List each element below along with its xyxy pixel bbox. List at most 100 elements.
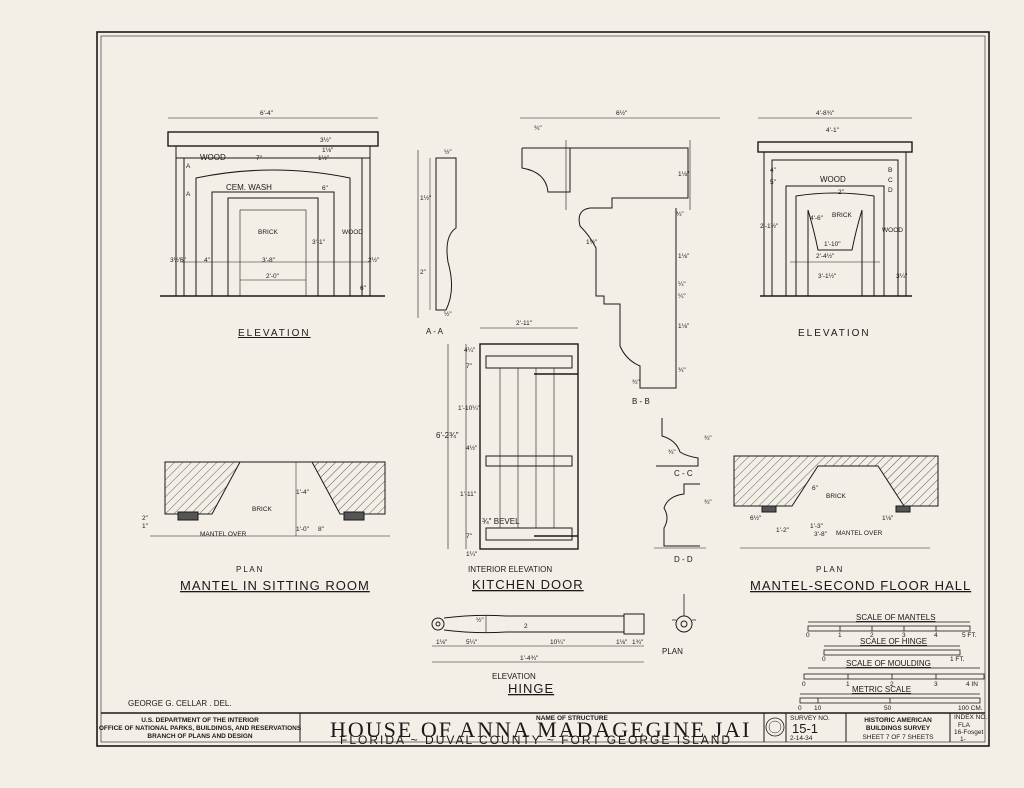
scale-metric-tick-3: 100 CM. [958, 705, 983, 712]
caption-cc: C - C [674, 469, 693, 478]
dim-bb-width: 6½" [616, 109, 628, 117]
dim-bb-d3: ¾" [676, 211, 684, 218]
label-hall-c: C [888, 177, 893, 184]
scale-mantels-tick-4: 4 [934, 632, 938, 639]
tb-habs-1: HISTORIC AMERICAN [864, 717, 932, 724]
dim-sitting-d4: 6" [322, 185, 329, 192]
dim-sitting-plan-d1: 1'-4" [296, 489, 310, 496]
dim-hinge-d6: 1⅛" [616, 639, 628, 646]
hall-plan [733, 455, 939, 549]
dim-dd-d1: ¾" [704, 499, 712, 506]
label-sitting-plan-brick: BRICK [252, 506, 273, 513]
label-sitting-brick: BRICK [258, 229, 279, 236]
tb-structure-name: HOUSE OF ANNA MADAGEGINE JAI [330, 717, 751, 742]
dim-sitting-plan-d4: 2" [142, 515, 149, 522]
scale-moulding-tick-0: 0 [802, 681, 806, 688]
title-kitchen-door: KITCHEN DOOR [472, 577, 584, 592]
dim-sitting-plan-d3: 8" [318, 526, 325, 533]
dim-hinge-d5: 10¼" [550, 639, 566, 646]
dim-hall-d4: 4'-6" [810, 215, 824, 222]
label-hall-d: D [888, 187, 893, 194]
label-hall-plan-brick: BRICK [826, 493, 847, 500]
scale-metric-tick-0: 0 [798, 705, 802, 712]
dim-hall-plan-d2: 6½" [750, 514, 762, 522]
dim-door-d3: 1'-10¼" [458, 405, 481, 412]
scale-moulding-tick-2: 2 [890, 681, 894, 688]
dim-hinge-d1: ½" [476, 616, 484, 624]
tb-agency-3: BRANCH OF PLANS AND DESIGN [147, 733, 253, 740]
scale-mantels-tick-5: 5 FT. [962, 632, 977, 639]
hall-elevation [757, 117, 913, 297]
dim-sitting-d3: 7" [256, 155, 263, 162]
dim-bb-d4: 1½" [586, 238, 598, 246]
label-hall-brick: BRICK [832, 212, 853, 219]
scale-moulding-tick-1: 1 [846, 681, 850, 688]
dim-bb-d7: ¼" [678, 293, 686, 300]
caption-sitting-elevation: ELEVATION [238, 328, 311, 339]
dim-hinge-total: 1'-4¾" [520, 655, 539, 662]
inner-border [100, 35, 986, 743]
title-hinge: HINGE [508, 681, 554, 696]
label-sitting-a1: A [186, 163, 191, 170]
dim-door-height: 6'-2¾" [436, 431, 459, 440]
hinge-elevation [431, 594, 696, 663]
dim-sitting-d2: 1½" [318, 154, 330, 162]
dim-hall-d8: 2" [838, 189, 845, 196]
caption-hinge-plan: PLAN [662, 647, 683, 656]
label-hall-plan-mantel: MANTEL OVER [836, 530, 883, 537]
label-hall-wood2: WOOD [882, 227, 903, 234]
dim-sitting-d11: 2½" [368, 256, 380, 264]
scale-mantels-tick-2: 2 [870, 632, 874, 639]
dim-bb-d5: 1⅛" [678, 253, 690, 260]
dim-hinge-d2: 2 [524, 623, 528, 630]
dim-hall-d7: 3'-1½" [818, 272, 837, 280]
dim-aa-d3: ½" [444, 310, 452, 318]
scale-mantels-title: SCALE OF MANTELS [856, 613, 936, 622]
scale-metric-tick-1: 10 [814, 705, 822, 712]
dim-door-d2: 7" [466, 363, 473, 370]
section-cc [656, 418, 699, 467]
dim-hall-plan-d3: 1'-2" [776, 527, 790, 534]
dim-sitting-d5: 3'-1" [312, 239, 326, 246]
dim-bb-d6: ¼" [678, 281, 686, 288]
dim-hinge-d4: 5¼" [466, 639, 478, 646]
scale-moulding-tick-3: 3 [934, 681, 938, 688]
dim-hinge-d7: 1¾" [632, 639, 644, 646]
scale-metric-tick-2: 50 [884, 705, 892, 712]
dim-aa-top: ½" [444, 148, 452, 156]
section-aa [417, 150, 457, 318]
dim-aa-d2: 2" [420, 269, 427, 276]
label-sitting-cem: CEM. WASH [226, 183, 272, 192]
dim-door-width: 2'-11" [516, 320, 533, 327]
caption-dd: D - D [674, 555, 693, 564]
dim-door-d5: 1'-11" [460, 491, 477, 498]
dim-hall-d3: 2'-1½" [760, 222, 779, 230]
tb-index-3: 1- [960, 736, 966, 743]
dim-door-d7: 1¼" [466, 551, 478, 558]
dim-hall-d9: 3¼" [896, 273, 908, 280]
dim-bb-d2: 1⅛" [678, 171, 690, 178]
caption-hall-plan: P L A N [816, 565, 842, 574]
dim-bb-d9: ¾" [678, 367, 686, 374]
outer-border [96, 31, 990, 747]
tb-name-label: NAME OF STRUCTURE [536, 715, 609, 722]
label-sitting-wood: WOOD [200, 153, 226, 162]
section-bb [520, 117, 720, 389]
dim-sitting-d1: 1⅛" [322, 147, 334, 154]
dim-aa-d1: 1½" [420, 194, 432, 202]
caption-hall-elevation: ELEVATION [798, 328, 871, 339]
tb-index-2: 16-Fosget [954, 729, 983, 736]
dim-sitting-top: 3½" [320, 136, 332, 144]
delineator: GEORGE G. CELLAR . DEL. [128, 699, 232, 708]
tb-survey-no: 15-1 [792, 721, 818, 736]
scale-moulding-title: SCALE OF MOULDING [846, 659, 931, 668]
dim-cc-d2: ¾" [668, 449, 676, 456]
dim-hall-plan-d5: 3'-8" [814, 531, 828, 538]
dim-cc-d1: ¾" [704, 435, 712, 442]
dim-sitting-d10: 3½" [170, 256, 182, 264]
dim-sitting-d9: 4" [204, 257, 211, 264]
tb-location: FLORIDA ~ DUVAL COUNTY ~ FORT GEORGE ISL… [340, 733, 732, 747]
caption-bb: B - B [632, 397, 650, 406]
dim-sitting-width: 6'-4" [260, 110, 274, 117]
